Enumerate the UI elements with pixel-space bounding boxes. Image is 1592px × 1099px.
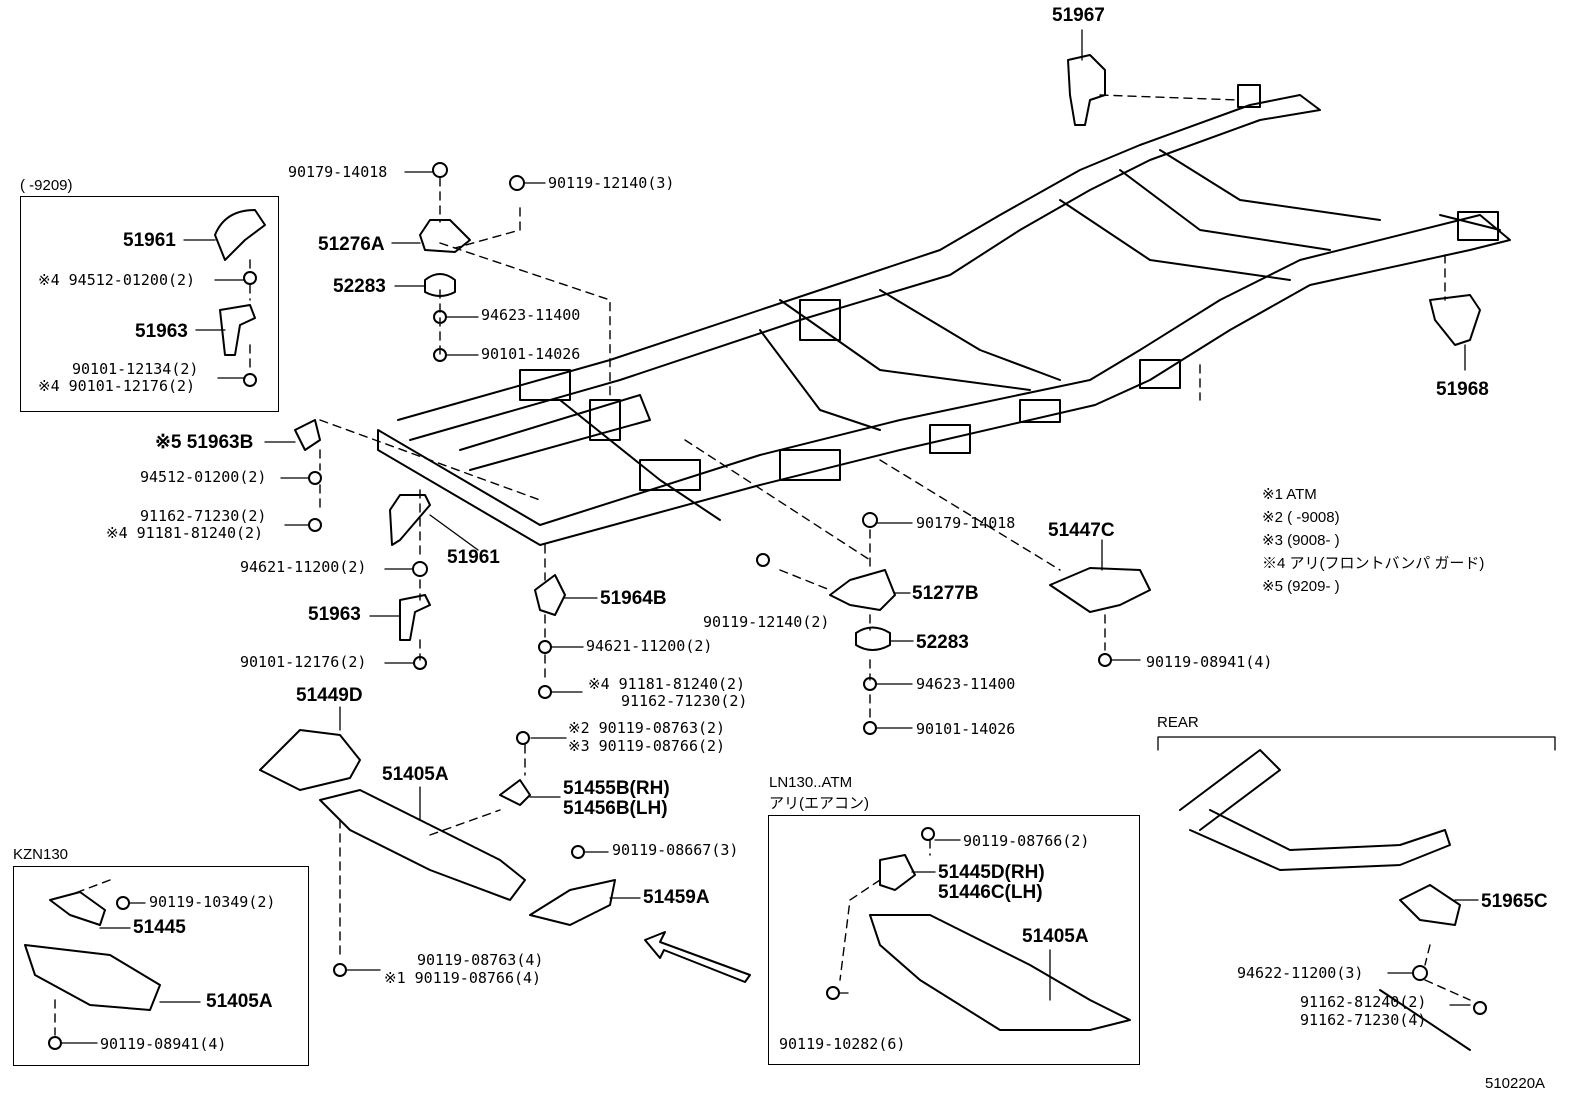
part-label: 90119-08667(3) [612, 841, 739, 859]
legend-item: ※5 (9209- ) [1262, 578, 1340, 595]
part-52283-top [424, 273, 456, 297]
legend: ※1 ATM ※2 ( -9008) ※3 (9008- ) ※4 アリ(フロン… [1262, 487, 1484, 602]
part-label: 94512-01200(2) [140, 468, 267, 486]
part-51963-box [219, 304, 256, 356]
part-label: ※4 91181-81240(2) [106, 524, 264, 542]
part-label: 51459A [643, 887, 710, 908]
part-label: ※2 90119-08763(2) [568, 719, 726, 737]
inset-title-ln130-line1: LN130..ATM [769, 774, 853, 791]
part-label: 51405A [206, 991, 273, 1012]
part-51405a-ln [869, 914, 1131, 1031]
inset-box-ln130 [768, 815, 1140, 1065]
inset-box-kzn130 [13, 866, 309, 1066]
figure-id: 510220A [1485, 1075, 1546, 1092]
rear-title: REAR [1157, 714, 1199, 731]
part-label: 91162-71230(4) [1300, 1011, 1427, 1029]
part-label: 94623-11400 [481, 306, 581, 324]
part-label: ※4 91181-81240(2) [588, 675, 746, 693]
inset-title-kzn130: KZN130 [13, 846, 69, 863]
part-label: 51447C [1048, 520, 1115, 541]
part-label: 51405A [1022, 926, 1089, 947]
part-51445 [49, 891, 106, 926]
part-label: 51456B(LH) [563, 798, 668, 819]
part-label: ※1 90119-08766(4) [384, 969, 542, 987]
part-label: 94622-11200(3) [1237, 964, 1364, 982]
inset-title-ln130-line2: アリ(エアコン) [769, 795, 869, 812]
part-label: 51446C(LH) [938, 882, 1043, 903]
part-label: 52283 [916, 632, 969, 653]
part-label: ※4 94512-01200(2) [38, 271, 196, 289]
part-label: 90119-08766(2) [963, 832, 1090, 850]
part-label: 51968 [1436, 379, 1489, 400]
assembly-guides [54, 94, 1471, 1036]
part-51445d [879, 854, 916, 891]
part-label: 90119-08941(4) [1146, 653, 1273, 671]
part-51961-box [214, 209, 266, 261]
part-label: 51405A [382, 764, 449, 785]
part-label: 90101-12176(2) [240, 653, 367, 671]
part-label: 90119-12140(2) [703, 613, 830, 631]
fastener-set [48, 162, 1487, 1050]
inset-title-top-left: ( -9209) [20, 177, 73, 194]
part-label: 90101-12134(2) [72, 360, 199, 378]
part-label: 90119-08941(4) [100, 1035, 227, 1053]
part-label: ※3 90119-08766(2) [568, 737, 726, 755]
part-label: 94621-11200(2) [240, 558, 367, 576]
part-51963b [294, 419, 321, 451]
label-leaders [61, 29, 1556, 1044]
part-label: 90119-10282(6) [779, 1035, 906, 1053]
part-label: 51963 [308, 604, 361, 625]
part-51405a-kzn [24, 944, 161, 1011]
part-label: 51455B(RH) [563, 778, 670, 799]
part-51964b [534, 574, 566, 616]
part-label: 90179-14018 [288, 163, 388, 181]
part-label: 51961 [123, 230, 176, 251]
part-51459a [529, 879, 616, 926]
part-label: 51967 [1052, 5, 1105, 26]
legend-item: ※2 ( -9008) [1262, 509, 1340, 526]
part-label: 94621-11200(2) [586, 637, 713, 655]
part-51455b [499, 779, 531, 806]
part-51967 [1067, 54, 1106, 126]
part-51449d [259, 729, 361, 791]
part-label: 51964B [600, 588, 667, 609]
part-label: 91162-81240(2) [1300, 993, 1427, 1011]
part-label: 90101-14026 [916, 720, 1016, 738]
part-label: 90119-10349(2) [149, 893, 276, 911]
legend-item: ※4 アリ(フロントバンパ ガード) [1262, 555, 1485, 572]
legend-item: ※3 (9008- ) [1262, 532, 1340, 549]
inset-box-top-left [20, 196, 279, 412]
part-52283-mid [855, 626, 891, 651]
part-51277b [829, 569, 896, 611]
part-label: 90119-12140(3) [548, 174, 675, 192]
part-label: 51963 [135, 321, 188, 342]
part-label: 51445 [133, 917, 186, 938]
part-label: ※4 90101-12176(2) [38, 377, 196, 395]
part-label: 91162-71230(2) [140, 507, 267, 525]
part-label: 90179-14018 [916, 514, 1016, 532]
frame-assembly [377, 84, 1511, 546]
legend-item: ※1 ATM [1262, 486, 1317, 503]
part-label: 51965C [1481, 891, 1548, 912]
part-label: 51445D(RH) [938, 862, 1045, 883]
part-51405a [319, 789, 526, 901]
part-label: 52283 [333, 276, 386, 297]
part-51961 [389, 494, 431, 546]
part-label: 51276A [318, 234, 385, 255]
part-label: 94623-11400 [916, 675, 1016, 693]
part-label: 51277B [912, 583, 979, 604]
part-label: ※5 51963B [155, 432, 254, 453]
part-label: 51961 [447, 547, 500, 568]
direction-arrow [644, 931, 751, 983]
part-51963 [399, 594, 431, 641]
part-label: 51449D [296, 685, 363, 706]
part-51447c [1049, 567, 1151, 613]
part-label: 90119-08763(4) [417, 951, 544, 969]
part-label: 90101-14026 [481, 345, 581, 363]
part-51276a [419, 219, 471, 253]
part-label: 91162-71230(2) [621, 692, 748, 710]
rear-frame-section [1179, 749, 1471, 1051]
part-51968 [1429, 294, 1481, 346]
